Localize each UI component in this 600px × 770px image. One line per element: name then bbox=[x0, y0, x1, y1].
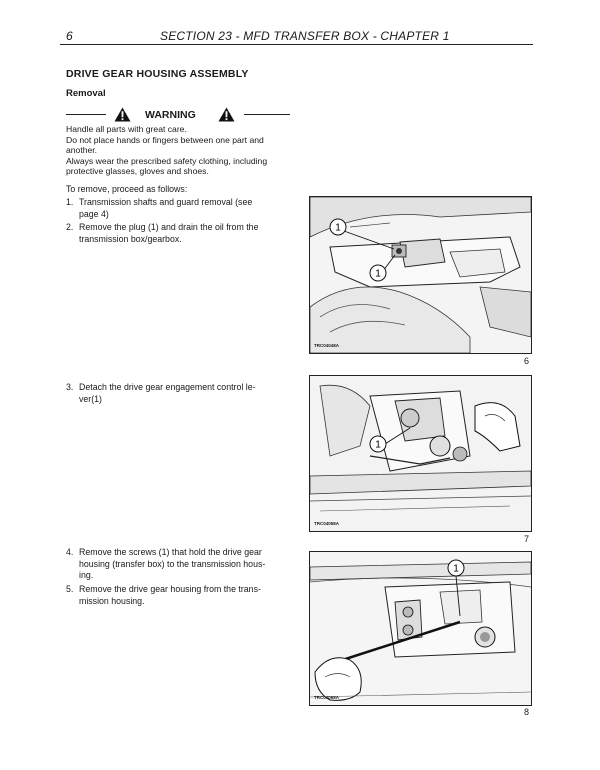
figure-drain-plug-photo: 1 1 TRC04048A bbox=[309, 196, 532, 354]
step-line: ing. bbox=[79, 570, 94, 580]
step-line: Transmission shafts and guard removal (s… bbox=[79, 197, 253, 207]
intro-text: To remove, proceed as follows: bbox=[66, 184, 188, 194]
warning-rule-right bbox=[244, 114, 290, 115]
step-number: 3. bbox=[66, 382, 74, 392]
step-number: 5. bbox=[66, 584, 74, 594]
step-1: 1. Transmission shafts and guard removal… bbox=[66, 197, 284, 220]
callout-label: 1 bbox=[453, 564, 459, 575]
page-number: 6 bbox=[66, 29, 73, 43]
step-line: Remove the plug (1) and drain the oil fr… bbox=[79, 222, 259, 232]
step-5: 5. Remove the drive gear housing from th… bbox=[66, 584, 284, 607]
control-lever-illustration: 1 bbox=[310, 376, 531, 531]
warning-line: Handle all parts with great care. bbox=[66, 124, 187, 134]
step-line: Remove the screws (1) that hold the driv… bbox=[79, 547, 262, 557]
step-number: 4. bbox=[66, 547, 74, 557]
section-title: SECTION 23 - MFD TRANSFER BOX - CHAPTER … bbox=[160, 29, 450, 43]
step-4: 4. Remove the screws (1) that hold the d… bbox=[66, 547, 284, 582]
step-line: ver(1) bbox=[79, 393, 102, 404]
step-line: housing (transfer box) to the transmissi… bbox=[79, 558, 266, 569]
warning-text: Handle all parts with great care. Do not… bbox=[66, 124, 294, 177]
warning-label: WARNING bbox=[145, 109, 196, 121]
figure-code: TRC04048A bbox=[314, 343, 340, 348]
callout-circle bbox=[447, 559, 465, 577]
step-number: 2. bbox=[66, 222, 74, 232]
step-line: Detach the drive gear engagement control… bbox=[79, 382, 256, 392]
figure-number: 6 bbox=[524, 356, 530, 366]
subheading: Removal bbox=[66, 88, 106, 99]
warning-line: protective glasses, gloves and shoes. bbox=[66, 166, 209, 176]
callout-circle bbox=[369, 435, 387, 453]
callout-circle bbox=[329, 218, 347, 236]
callout-label: 1 bbox=[335, 223, 341, 234]
warning-line: another. bbox=[66, 145, 98, 155]
step-line: transmission box/gearbox. bbox=[79, 233, 182, 244]
header-rule bbox=[60, 44, 533, 45]
figure-housing-screws-photo: 1 TRC04068A bbox=[309, 551, 532, 706]
figure-code: TRC04068A bbox=[314, 695, 340, 700]
step-number: 1. bbox=[66, 197, 74, 207]
figure-control-lever-photo: 1 TRC04058A bbox=[309, 375, 532, 532]
callout-label: 1 bbox=[375, 269, 381, 280]
step-3: 3. Detach the drive gear engagement cont… bbox=[66, 382, 284, 405]
step-line: page 4) bbox=[79, 208, 109, 219]
warning-line: Do not place hands or fingers between on… bbox=[66, 134, 264, 145]
warning-banner: WARNING bbox=[66, 105, 290, 125]
page-heading: DRIVE GEAR HOUSING ASSEMBLY bbox=[66, 68, 249, 80]
warning-icon bbox=[114, 107, 131, 122]
callout-circle bbox=[369, 264, 387, 282]
figure-number: 8 bbox=[524, 707, 530, 717]
drain-plug-illustration: 1 1 bbox=[310, 197, 531, 353]
figure-number: 7 bbox=[524, 534, 530, 544]
step-line: Remove the drive gear housing from the t… bbox=[79, 584, 261, 594]
housing-screws-illustration: 1 bbox=[310, 552, 531, 705]
step-2: 2. Remove the plug (1) and drain the oil… bbox=[66, 222, 284, 245]
warning-rule-left bbox=[66, 114, 106, 115]
warning-icon bbox=[218, 107, 235, 122]
figure-code: TRC04058A bbox=[314, 521, 340, 526]
warning-line: Always wear the prescribed safety clothi… bbox=[66, 155, 268, 166]
callout-label: 1 bbox=[375, 440, 381, 451]
step-line: mission housing. bbox=[79, 595, 145, 606]
